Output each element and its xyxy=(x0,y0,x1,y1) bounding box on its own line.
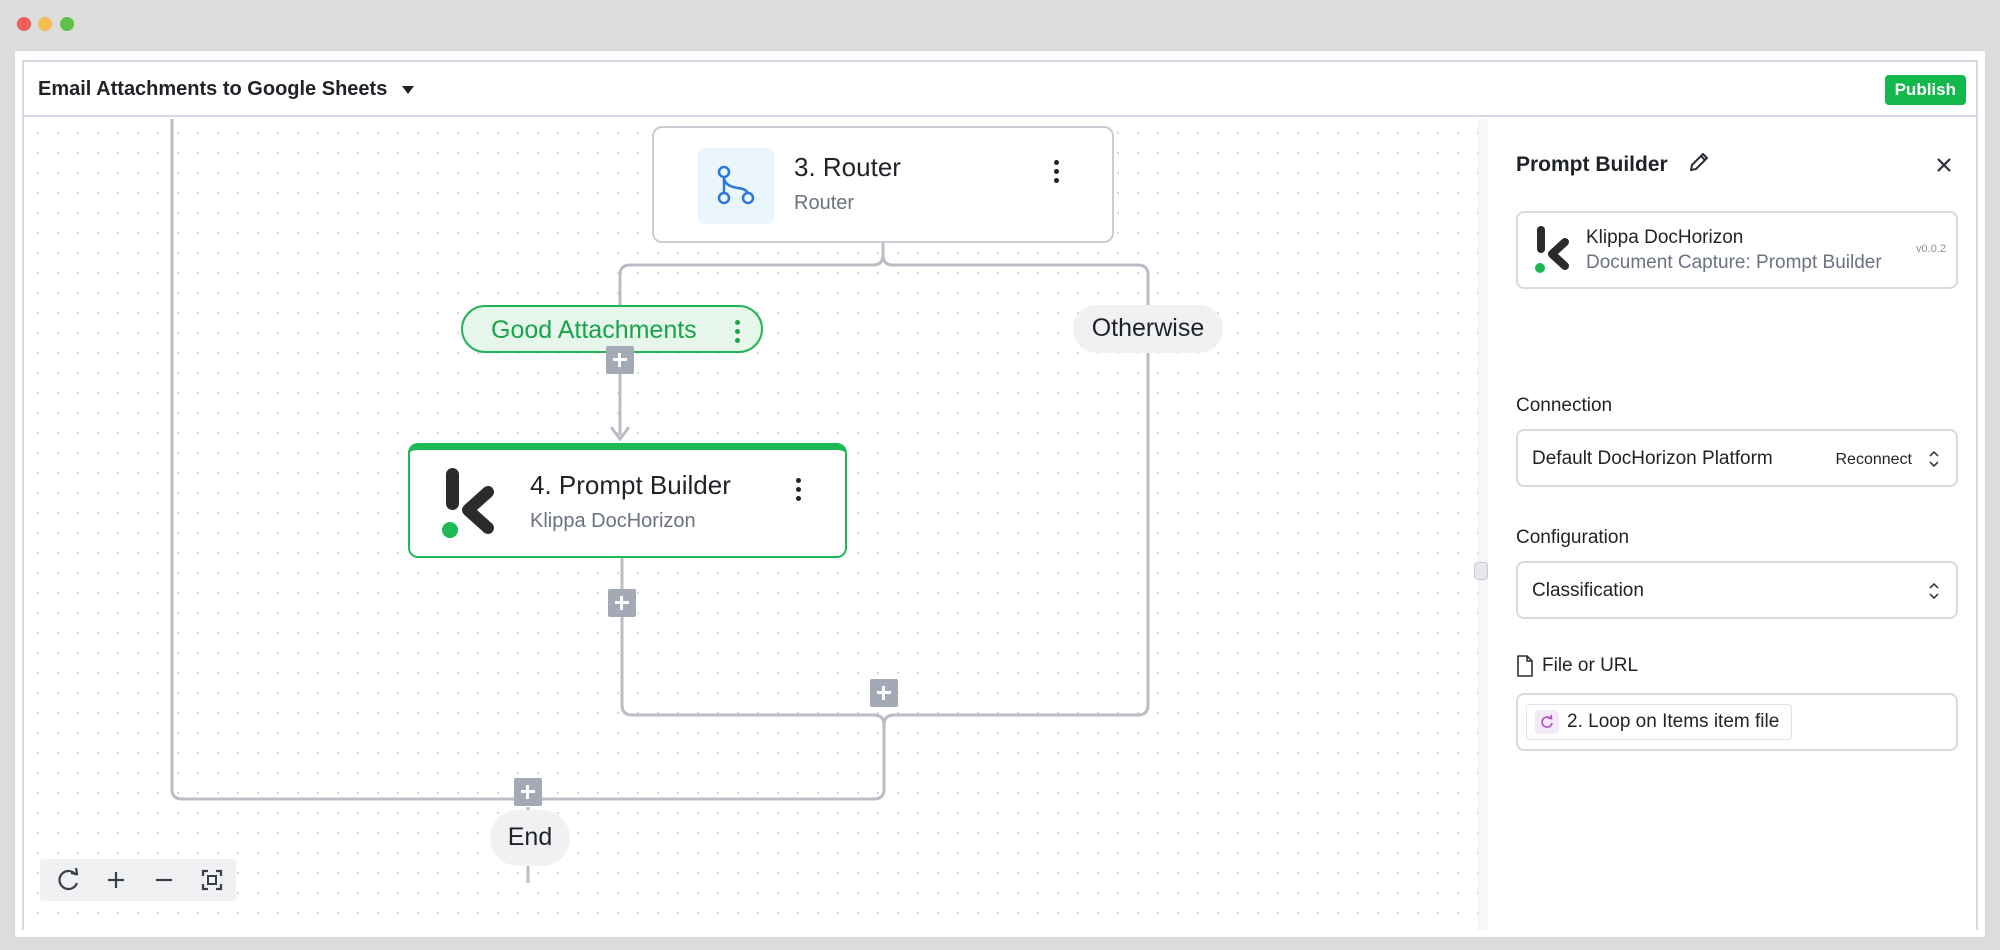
app-action: Document Capture: Prompt Builder xyxy=(1586,252,1882,273)
chevron-updown-icon xyxy=(1929,450,1939,468)
zoom-in-icon[interactable] xyxy=(100,864,132,896)
branch-good-label: Good Attachments xyxy=(491,316,697,344)
close-window-dot[interactable] xyxy=(17,17,31,31)
loop-icon xyxy=(1535,710,1559,734)
configuration-value: Classification xyxy=(1532,580,1644,601)
klippa-logo-icon xyxy=(442,468,494,538)
reconnect-button[interactable]: Reconnect xyxy=(1835,451,1913,468)
close-icon[interactable] xyxy=(1934,155,1954,175)
add-step-button-merge[interactable] xyxy=(870,679,898,707)
panel-divider[interactable] xyxy=(1478,119,1488,930)
branch-otherwise[interactable]: Otherwise xyxy=(1073,305,1223,353)
file-or-url-input[interactable]: 2. Loop on Items item file xyxy=(1516,693,1958,751)
fit-view-icon[interactable] xyxy=(196,864,228,896)
router-node[interactable]: 3. Router Router xyxy=(652,126,1114,243)
connection-value: Default DocHorizon Platform xyxy=(1532,448,1773,469)
publish-button[interactable]: Publish xyxy=(1884,75,1966,105)
configuration-label: Configuration xyxy=(1516,527,1630,548)
end-node-label: End xyxy=(507,823,553,851)
add-step-button-good[interactable] xyxy=(606,346,634,374)
flow-canvas[interactable]: 3. Router Router Good Attachments Otherw… xyxy=(24,119,1478,930)
prompt-node-title: 4. Prompt Builder xyxy=(530,470,731,500)
panel-title: Prompt Builder xyxy=(1516,153,1668,176)
router-node-menu-icon[interactable] xyxy=(1054,160,1060,187)
step-settings-panel: Prompt Builder Klippa DocHorizon Documen… xyxy=(1488,119,1976,930)
router-node-subtitle: Router xyxy=(794,192,855,214)
window-titlebar xyxy=(0,0,2000,48)
prompt-node-subtitle: Klippa DocHorizon xyxy=(530,510,696,532)
connection-label: Connection xyxy=(1516,395,1613,416)
connector-prompt-to-merge xyxy=(620,558,886,779)
app-version: v0.0.2 xyxy=(1916,243,1946,255)
add-step-button-after-prompt[interactable] xyxy=(608,589,636,617)
minimize-window-dot[interactable] xyxy=(38,17,52,31)
connector-router-good xyxy=(618,243,885,305)
flow-editor: Email Attachments to Google Sheets Publi… xyxy=(22,60,1978,930)
zoom-out-icon[interactable] xyxy=(148,864,180,896)
flow-title[interactable]: Email Attachments to Google Sheets xyxy=(38,78,388,100)
panel-resize-handle[interactable] xyxy=(1474,562,1488,580)
prompt-node-menu-icon[interactable] xyxy=(796,478,802,505)
chevron-updown-icon xyxy=(1929,582,1939,600)
file-icon xyxy=(1517,655,1533,677)
branch-otherwise-label: Otherwise xyxy=(1091,314,1205,342)
connector-router-otherwise xyxy=(881,254,1150,305)
klippa-logo-icon xyxy=(1535,226,1569,273)
configuration-select[interactable]: Classification xyxy=(1516,561,1958,619)
zoom-controls xyxy=(40,859,236,901)
pencil-icon[interactable] xyxy=(1686,149,1712,175)
connector-otherwise-to-merge xyxy=(882,353,1150,726)
flow-title-dropdown-icon[interactable] xyxy=(402,86,414,94)
add-step-button-before-end[interactable] xyxy=(514,778,542,806)
app-name: Klippa DocHorizon xyxy=(1586,227,1744,248)
end-node: End xyxy=(490,810,570,866)
file-or-url-label: File or URL xyxy=(1542,655,1639,676)
branch-good-attachments[interactable]: Good Attachments xyxy=(461,305,763,353)
connection-select[interactable]: Default DocHorizon Platform Reconnect xyxy=(1516,429,1958,487)
router-node-title: 3. Router xyxy=(794,152,901,182)
app-card[interactable]: Klippa DocHorizon Document Capture: Prom… xyxy=(1516,211,1958,289)
variable-chip[interactable]: 2. Loop on Items item file xyxy=(1526,704,1793,740)
router-icon xyxy=(698,148,774,224)
variable-chip-text: 2. Loop on Items item file xyxy=(1567,711,1780,732)
arrow-head-icon xyxy=(609,426,631,442)
branch-good-menu-icon[interactable] xyxy=(735,320,741,347)
editor-header: Email Attachments to Google Sheets Publi… xyxy=(24,62,1976,117)
prompt-builder-node[interactable]: 4. Prompt Builder Klippa DocHorizon xyxy=(408,443,847,558)
maximize-window-dot[interactable] xyxy=(60,17,74,31)
reset-icon[interactable] xyxy=(52,864,84,896)
